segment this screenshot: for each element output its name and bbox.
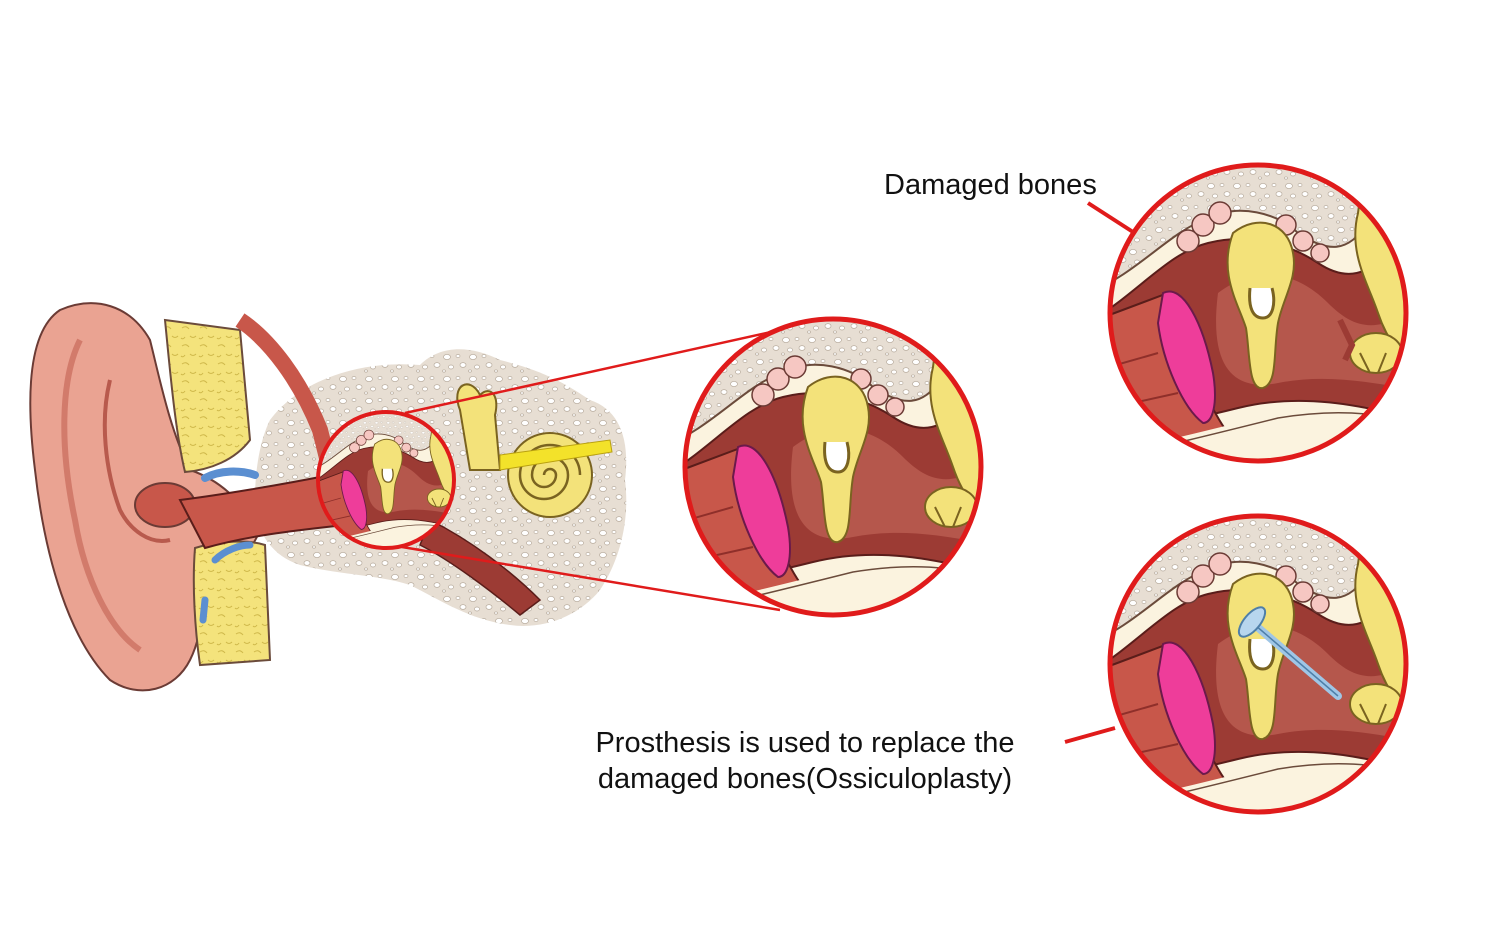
prosthesis-rod-icon [1237,606,1342,700]
damaged-bones-label: Damaged bones [884,169,1097,201]
prosthesis-label-line2: damaged bones(Ossiculoplasty) [597,763,1013,795]
magnifier-circle [1107,513,1409,815]
prosthesis-label: Prosthesis is used to replace the damage… [540,725,1070,797]
magnifier-middle [682,316,984,618]
zoom-line-top [404,328,781,415]
zoom-line-bottom [401,545,781,612]
damaged-pointer-line [1086,201,1135,234]
magnifier-circle [1107,162,1409,464]
prosthesis-label-line1: Prosthesis is used to replace the [595,727,1015,759]
magnifier-prosthesis [1107,513,1409,815]
magnifier-circle [682,316,984,618]
magnifier-damaged [1107,162,1409,464]
prosthesis-pointer-line [1064,726,1116,744]
small-magnifier-circle [316,410,456,550]
outer-ear-illustration [29,302,627,692]
